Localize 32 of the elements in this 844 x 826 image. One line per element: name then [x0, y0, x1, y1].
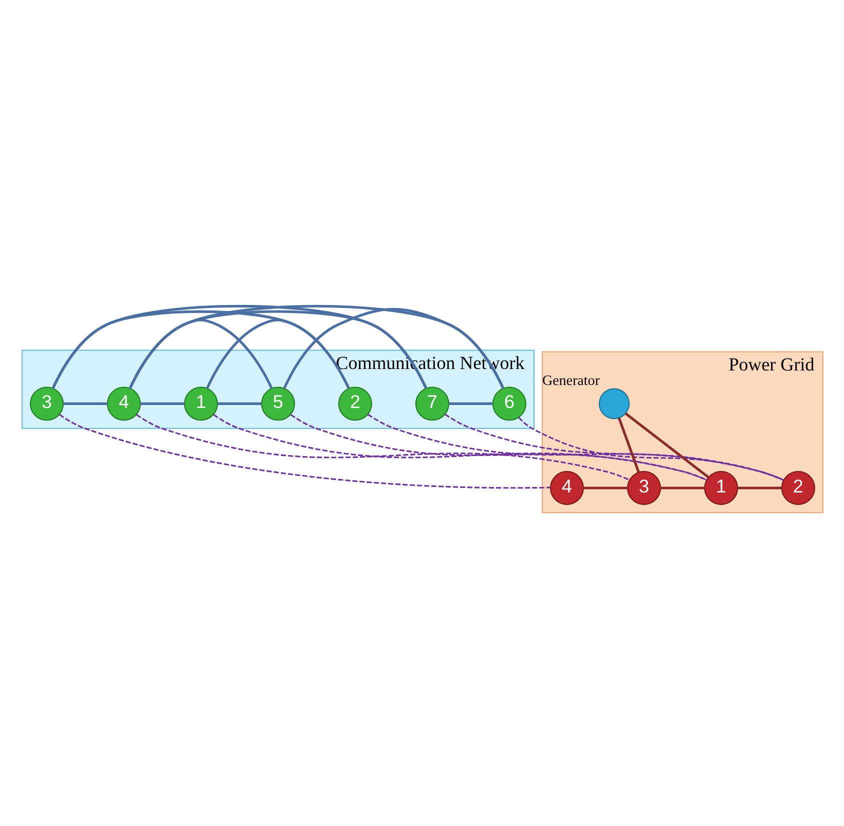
connector: [136, 414, 630, 480]
connector: [58, 413, 550, 488]
connector: [62, 402, 107, 404]
node-circle: 5: [260, 386, 295, 420]
node-circle: 1: [184, 386, 218, 420]
connector: [366, 413, 784, 480]
connector: [128, 304, 504, 388]
connector: [617, 417, 640, 472]
connector: [290, 413, 706, 480]
connector: [737, 486, 782, 489]
connector: [624, 412, 709, 478]
connector: [448, 402, 492, 404]
node-circle: [598, 388, 630, 419]
connector: [217, 402, 262, 404]
node-circle: 4: [106, 386, 140, 420]
node-circle: 3: [626, 470, 660, 504]
connector: [140, 402, 184, 404]
connector: [660, 486, 704, 489]
node-circle: 2: [780, 470, 815, 504]
connector: [582, 486, 627, 489]
connector: [444, 413, 784, 480]
node-circle: 6: [492, 386, 526, 420]
connector: [51, 304, 427, 388]
node-circle: 1: [704, 470, 738, 504]
node-label: Generator: [542, 372, 600, 388]
connector: [212, 414, 706, 480]
node-circle: 2: [338, 386, 372, 420]
node-circle: 7: [414, 386, 449, 420]
node-circle: 4: [549, 470, 584, 504]
node-circle: 3: [29, 386, 64, 420]
connector: [51, 310, 350, 388]
connector: [518, 416, 784, 480]
